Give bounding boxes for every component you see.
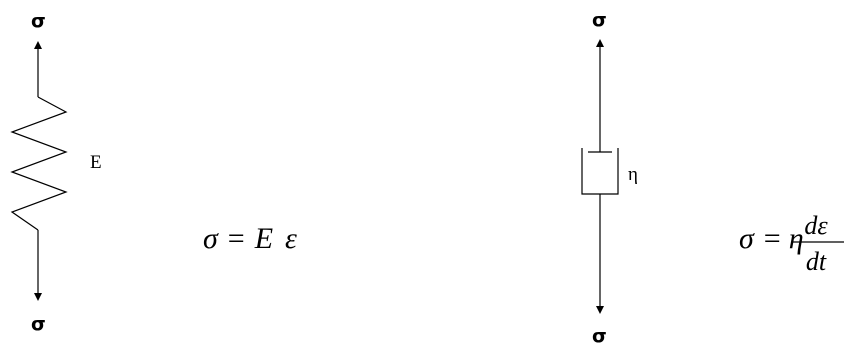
dashpot-equation-text: σ = η: [739, 222, 804, 255]
dashpot-element: σ σ η: [581, 9, 638, 344]
dashpot-eq-coef: η: [789, 222, 804, 255]
spring-top-stress-label: σ: [31, 10, 46, 32]
spring-modulus-label: E: [90, 152, 102, 173]
spring-eq-rhs-2: ε: [285, 222, 297, 255]
dashpot-top-stress-label: σ: [592, 9, 607, 31]
spring-element: σ σ E: [10, 10, 102, 335]
spring-bottom-stress-label: σ: [31, 313, 46, 335]
dashpot-eq-op: =: [764, 222, 781, 255]
spring-coil: [10, 96, 68, 231]
dashpot-bottom-stress-label: σ: [592, 325, 607, 344]
dashpot-eq-denominator: dt: [806, 247, 827, 276]
spring-equation: σ = E ε: [203, 222, 297, 255]
spring-eq-lhs: σ: [203, 222, 219, 255]
dashpot-eq-lhs: σ: [739, 222, 755, 255]
dashpot-eq-numerator: dε: [804, 211, 828, 240]
dashpot-viscosity-label: η: [628, 164, 638, 185]
spring-eq-rhs-1: E: [254, 222, 273, 255]
spring-eq-op: =: [228, 222, 245, 255]
dashpot-equation: σ = η dε dt: [739, 211, 844, 276]
spring-equation-text: σ = E ε: [203, 222, 297, 255]
dashpot-cylinder: [581, 148, 619, 195]
